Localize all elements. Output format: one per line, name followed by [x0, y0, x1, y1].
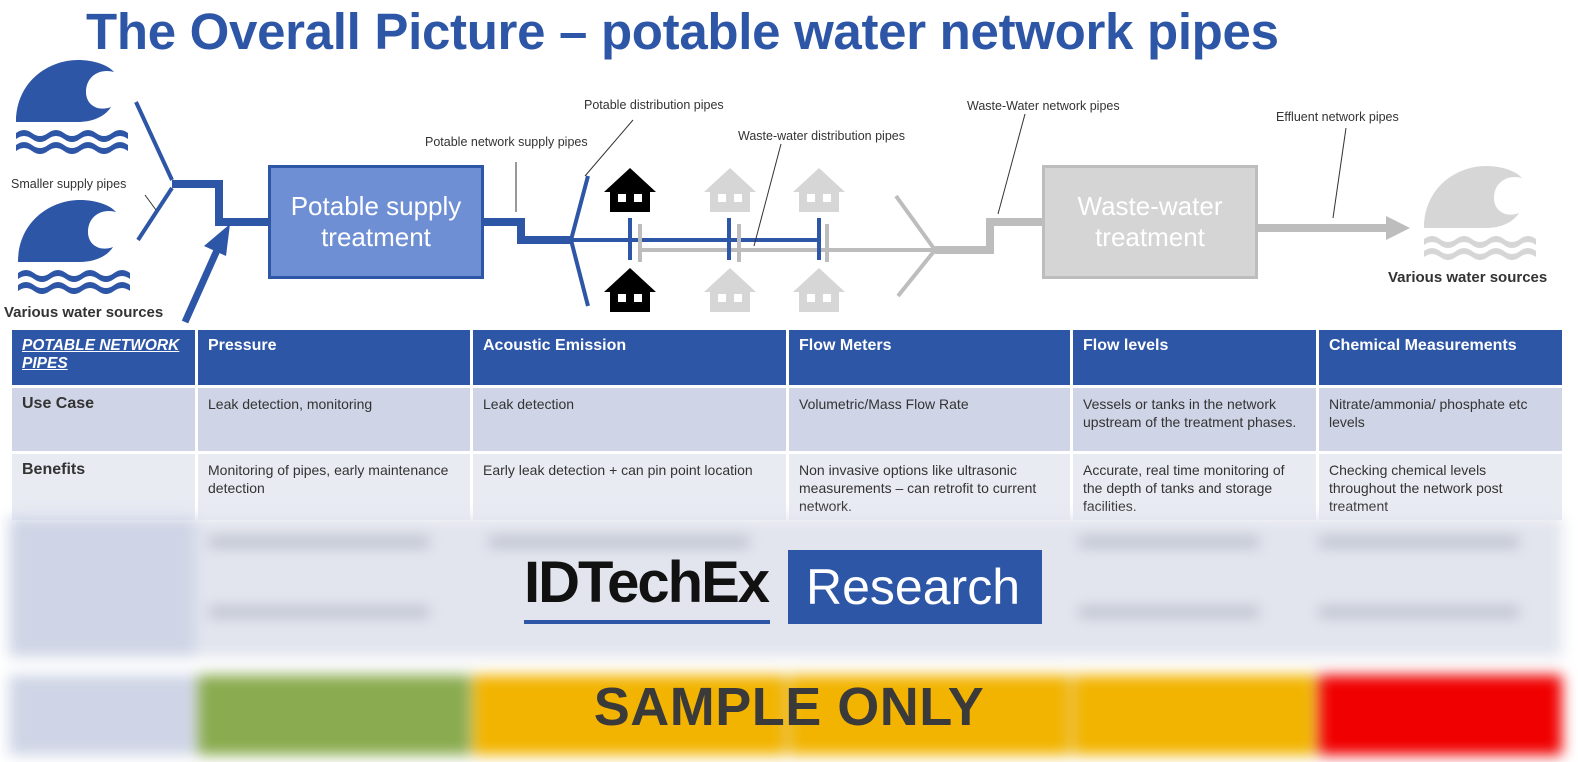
- waste-water-network-pipes: [894, 113, 1042, 298]
- rating-swatch: [473, 675, 786, 755]
- rating-swatch: [1319, 675, 1562, 755]
- table-cell: Monitoring of pipes, early maintenance d…: [195, 451, 473, 523]
- blurred-rows: [9, 517, 1562, 657]
- house-icon: [793, 168, 845, 212]
- idtechex-research-logo: IDTechEx Research: [524, 550, 1043, 626]
- rating-swatch: [1073, 675, 1316, 755]
- table-cell: Vessels or tanks in the network upstream…: [1070, 385, 1319, 454]
- wave-icon: [1424, 166, 1536, 260]
- table-cell: Volumetric/Mass Flow Rate: [786, 385, 1073, 454]
- table-cell: Checking chemical levels throughout the …: [1316, 451, 1565, 523]
- label-effluent-network-pipes: Effluent network pipes: [1276, 110, 1399, 124]
- column-header: Pressure: [195, 327, 473, 388]
- house-icon: [704, 168, 756, 212]
- label-smaller-supply-pipes: Smaller supply pipes: [11, 177, 126, 191]
- table-row: Benefits Monitoring of pipes, early main…: [9, 451, 1565, 523]
- table-header-row: POTABLE NETWORK PIPES Pressure Acoustic …: [9, 327, 1565, 388]
- page-title: The Overall Picture – potable water netw…: [86, 3, 1279, 60]
- house-icon: [604, 268, 656, 312]
- table-cell: Leak detection, monitoring: [195, 385, 473, 454]
- sensor-table: POTABLE NETWORK PIPES Pressure Acoustic …: [9, 327, 1565, 523]
- label-waste-water-distribution-pipes: Waste-water distribution pipes: [738, 129, 905, 143]
- house-icon: [704, 268, 756, 312]
- rating-swatch: [789, 675, 1070, 755]
- house-connections: [628, 218, 821, 260]
- sample-only-watermark: SAMPLE ONLY: [593, 677, 985, 737]
- potable-network-supply-pipe: [484, 119, 634, 307]
- potable-supply-treatment-label: Potable supply treatment: [290, 191, 462, 252]
- house-icon: [793, 268, 845, 312]
- waste-water-treatment-box: Waste-water treatment: [1042, 165, 1258, 279]
- table-cell: Leak detection: [470, 385, 789, 454]
- wave-icon: [18, 200, 130, 294]
- label-potable-distribution-pipes: Potable distribution pipes: [584, 98, 724, 112]
- table-corner-heading: POTABLE NETWORK PIPES: [9, 327, 198, 388]
- waste-distribution-leader: [753, 143, 782, 247]
- brand-tag: Research: [788, 550, 1043, 624]
- row-header: Benefits: [9, 451, 198, 523]
- table-cell: Early leak detection + can pin point loc…: [470, 451, 789, 523]
- smaller-supply-pipes: [134, 101, 268, 242]
- potable-supply-treatment-box: Potable supply treatment: [268, 165, 484, 279]
- table-row: Use Case Leak detection, monitoring Leak…: [9, 385, 1565, 454]
- label-potable-network-supply-pipes: Potable network supply pipes: [425, 135, 588, 149]
- waste-water-treatment-label: Waste-water treatment: [1077, 191, 1223, 252]
- label-waste-water-network-pipes: Waste-Water network pipes: [967, 99, 1120, 113]
- source-arrow: [181, 246, 222, 324]
- blurred-rating-row: [9, 675, 1562, 755]
- rating-swatch: [198, 675, 470, 755]
- table-cell: Non invasive options like ultrasonic mea…: [786, 451, 1073, 523]
- waste-connections: [638, 224, 829, 262]
- wave-icon: [16, 60, 128, 154]
- column-header: Flow Meters: [786, 327, 1073, 388]
- column-header: Chemical Measurements: [1316, 327, 1565, 388]
- house-icon: [604, 168, 656, 212]
- source-arrowhead: [204, 224, 230, 256]
- sources-right-label: Various water sources: [1388, 269, 1548, 286]
- column-header: Acoustic Emission: [470, 327, 789, 388]
- sources-left-label: Various water sources: [4, 304, 164, 321]
- table-cell: Accurate, real time monitoring of the de…: [1070, 451, 1319, 523]
- table-cell: Nitrate/ammonia/ phosphate etc levels: [1316, 385, 1565, 454]
- column-header: Flow levels: [1070, 327, 1319, 388]
- effluent-leader: [1332, 127, 1347, 219]
- water-network-diagram: Smaller supply pipes Potable network sup…: [11, 60, 1536, 324]
- row-header: Use Case: [9, 385, 198, 454]
- effluent-arrowhead: [1386, 216, 1410, 240]
- brand-name: IDTechEx: [524, 550, 770, 624]
- blurred-preview-region: [9, 517, 1562, 758]
